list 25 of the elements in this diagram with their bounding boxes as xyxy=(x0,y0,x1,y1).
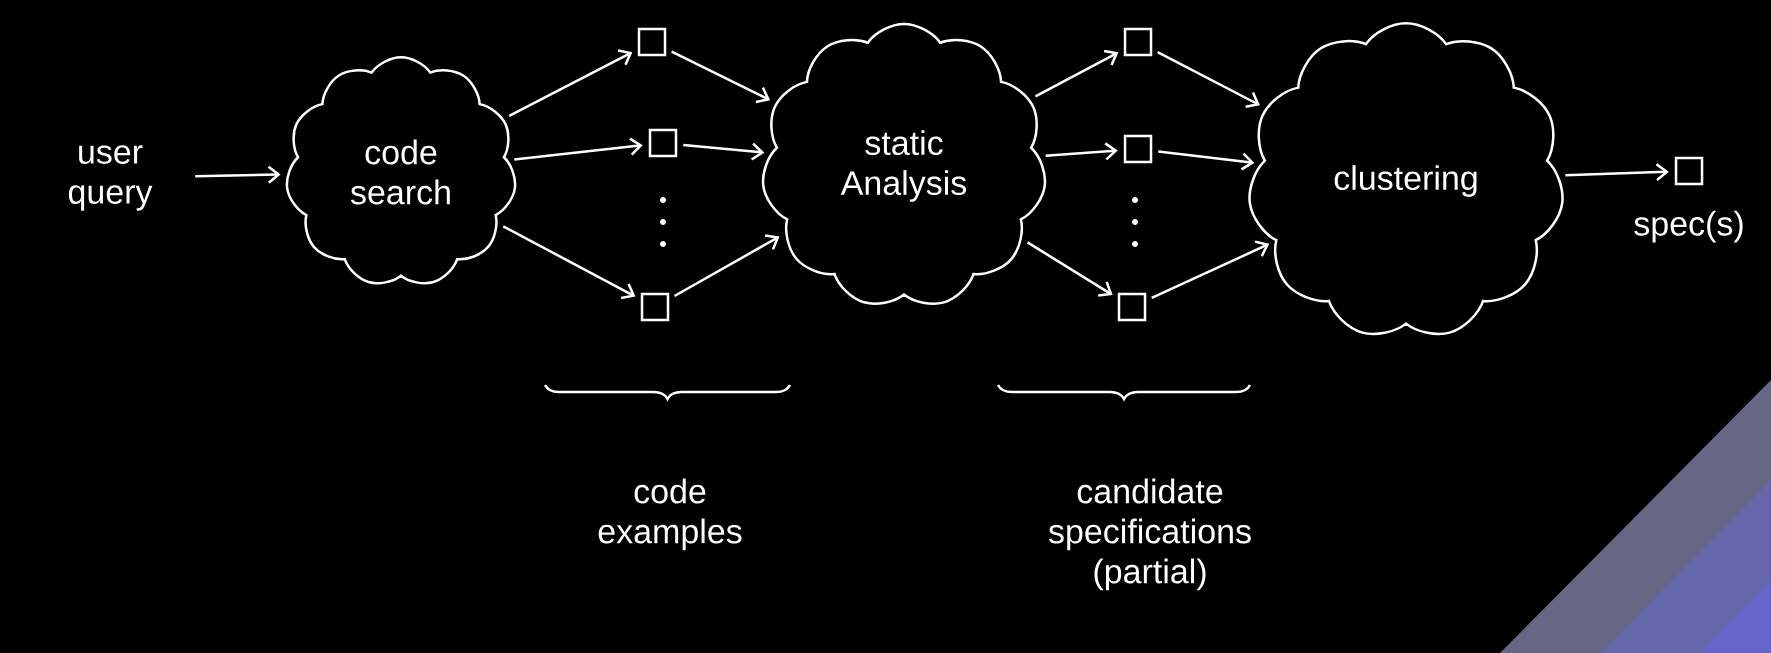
arrow xyxy=(195,165,281,184)
data-square xyxy=(1117,292,1147,322)
data-square xyxy=(1123,134,1153,164)
data-square xyxy=(648,128,678,158)
arrow xyxy=(1565,163,1669,182)
arrow xyxy=(508,49,633,118)
arrow xyxy=(502,225,636,300)
arrow xyxy=(683,142,765,161)
arrow xyxy=(673,234,780,298)
data-square xyxy=(637,27,667,57)
caption-text: candidate specifications (partial) xyxy=(1048,478,1251,591)
arrow xyxy=(514,137,643,161)
arrow xyxy=(1158,150,1255,171)
input-text: user query xyxy=(68,145,153,211)
arrow xyxy=(1151,240,1270,300)
data-square xyxy=(640,292,670,322)
arrow xyxy=(1045,142,1118,161)
arrow xyxy=(1034,49,1119,98)
arrow xyxy=(1157,51,1260,109)
data-square xyxy=(1123,27,1153,57)
output-label: spec(s) xyxy=(1634,210,1743,243)
arrow xyxy=(671,50,771,104)
arrow xyxy=(1026,241,1113,297)
caption-text: code examples xyxy=(598,478,742,551)
data-square xyxy=(1674,156,1704,186)
